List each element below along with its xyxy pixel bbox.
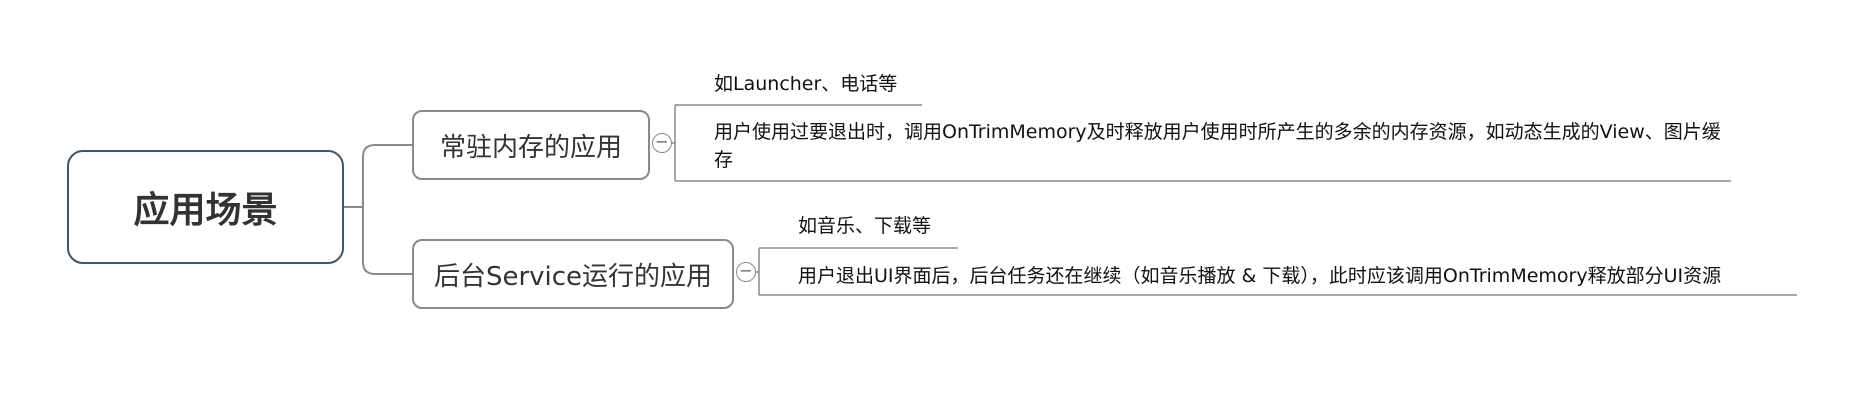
collapse-icon[interactable]: −: [652, 133, 672, 153]
leaf-node[interactable]: 用户使用过要退出时，调用OnTrimMemory及时释放用户使用时所产生的多余的…: [714, 121, 1721, 171]
branch1-connector: [362, 144, 412, 207]
branch-label: 常驻内存的应用: [439, 132, 622, 163]
leaf-node[interactable]: 用户退出UI界面后，后台任务还在继续（如音乐播放 & 下载），此时应该调用OnT…: [798, 265, 1722, 287]
branch2-leaf-bracket: [756, 248, 760, 295]
branch-node-background-service-apps[interactable]: 后台Service运行的应用: [412, 239, 734, 309]
branch-label: 后台Service运行的应用: [433, 261, 713, 292]
branch1-leaf-bracket: [672, 105, 676, 181]
collapse-icon[interactable]: −: [736, 262, 756, 282]
branch-node-resident-apps[interactable]: 常驻内存的应用: [412, 110, 650, 180]
root-label: 应用场景: [133, 190, 278, 231]
branch2-connector: [362, 207, 412, 275]
root-node[interactable]: 应用场景: [67, 150, 344, 264]
leaf-node[interactable]: 如音乐、下载等: [798, 215, 932, 237]
leaf-node[interactable]: 如Launcher、电话等: [714, 73, 898, 95]
